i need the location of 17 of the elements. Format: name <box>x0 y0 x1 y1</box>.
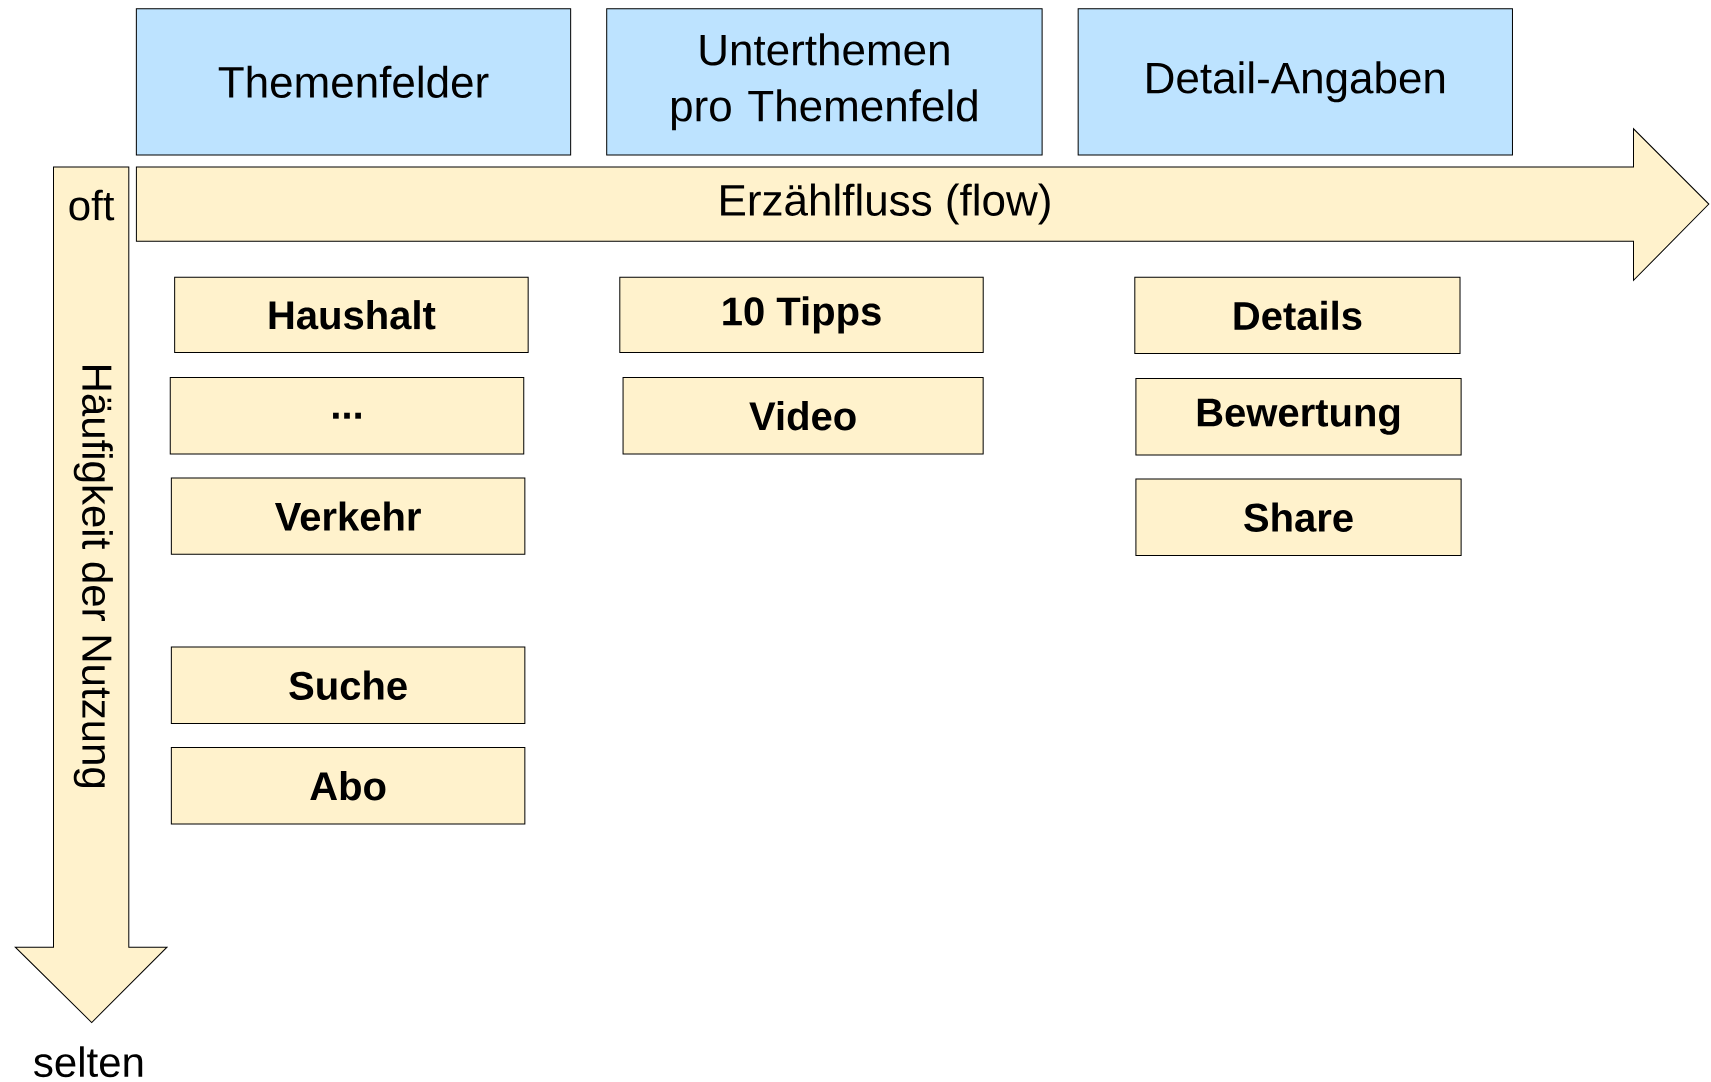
item-box: Bewertung <box>1135 378 1462 456</box>
header-box: Detail-Angaben <box>1077 8 1513 156</box>
axis-end-label: selten <box>34 1046 143 1078</box>
item-box: Details <box>1134 276 1461 355</box>
header-box: Themenfelder <box>135 8 572 156</box>
item-box: Suche <box>170 646 526 724</box>
item-box: 10 Tipps <box>619 276 984 353</box>
item-box: Haushalt <box>174 276 529 353</box>
arrow-label: Erzählfluss (flow) <box>721 183 1050 225</box>
header-box: Unterthemen pro Themenfeld <box>606 8 1043 156</box>
arrow-label: oft <box>69 189 115 221</box>
item-box: Abo <box>170 747 526 825</box>
item-box: Verkehr <box>170 477 526 555</box>
item-box: ... <box>169 377 525 455</box>
arrow-label: Häufigkeit der Nutzung <box>73 366 113 788</box>
item-box: Video <box>622 377 984 455</box>
item-box: Share <box>1135 478 1462 556</box>
